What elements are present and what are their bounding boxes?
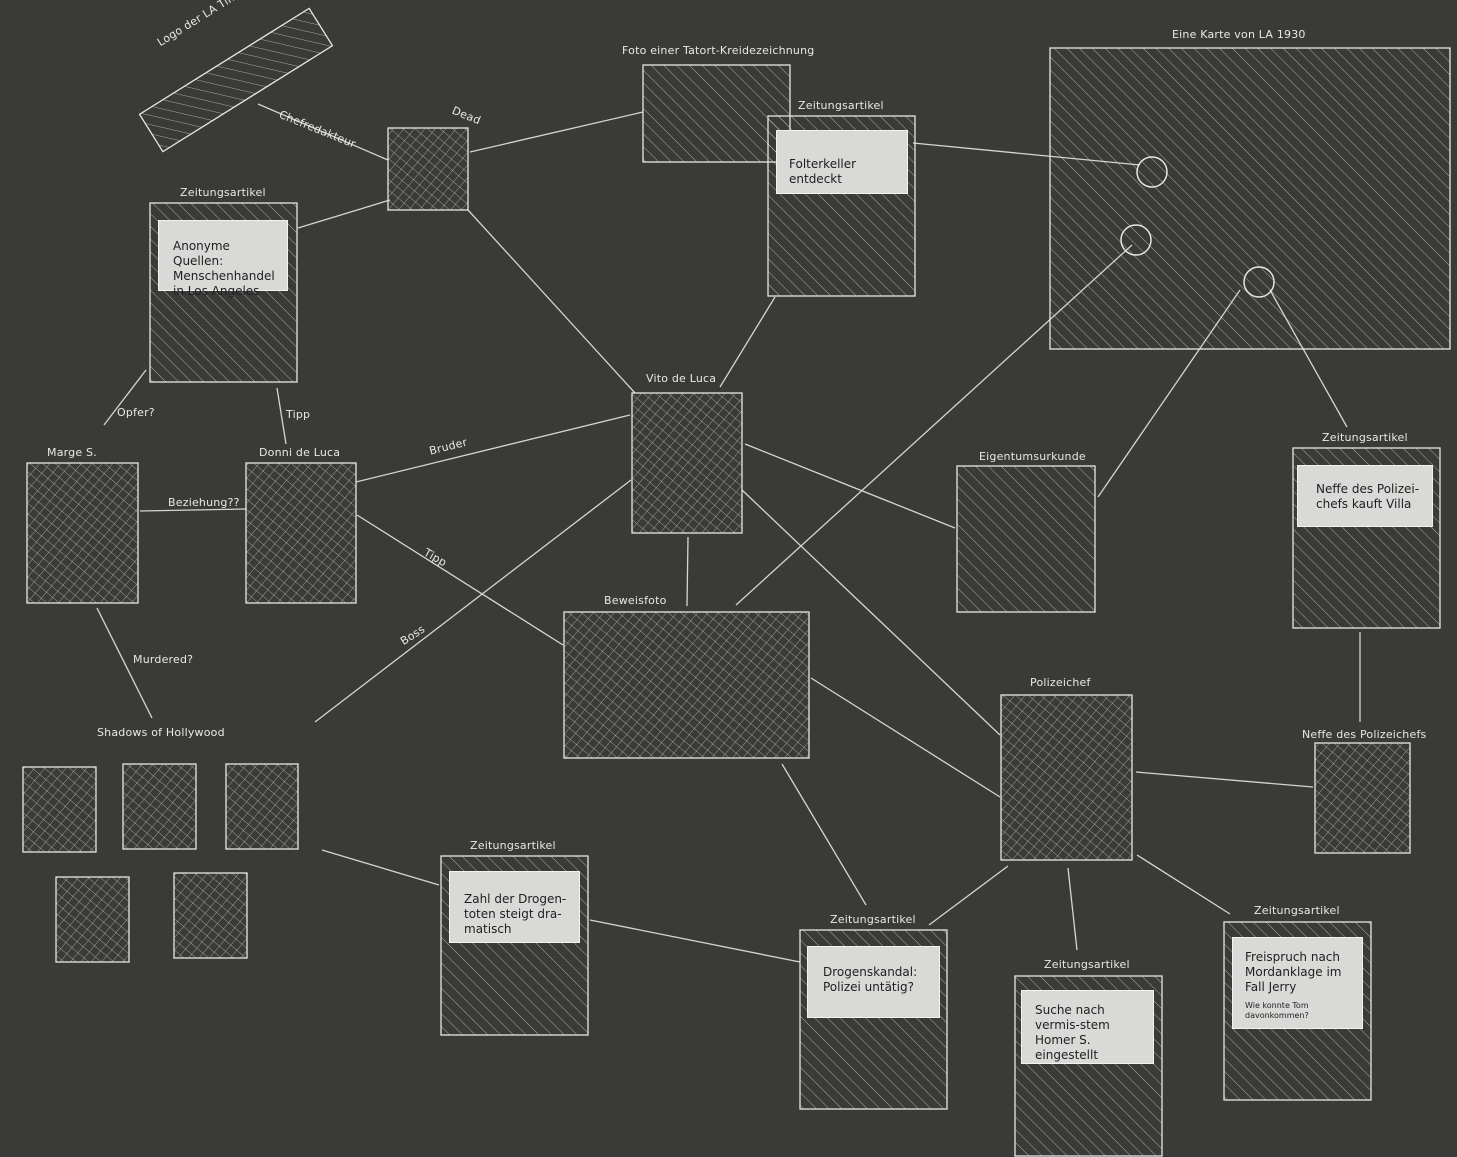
vito-label: Vito de Luca <box>646 372 717 385</box>
polizeichef-label: Polizeichef <box>1030 676 1091 689</box>
article-freispruch-subline: Wie konnte Tom davonkommen? <box>1245 1001 1309 1020</box>
connections <box>96 103 1361 963</box>
map-marker <box>1136 156 1168 188</box>
donni-label: Donni de Luca <box>259 446 341 459</box>
connection-line <box>928 865 1009 926</box>
newspaper-label: Zeitungsartikel <box>1322 431 1408 444</box>
connection-line <box>139 508 247 512</box>
newspaper-label: Zeitungsartikel <box>180 186 266 199</box>
newspaper-label: Zeitungsartikel <box>798 99 884 112</box>
connection-line <box>1067 867 1078 951</box>
shadows-of-hollywood-photos <box>22 763 299 963</box>
connection-line <box>103 369 147 426</box>
crime-scene-photo-label: Foto einer Tatort-Kreidezeichnung <box>622 44 815 57</box>
murdered-label: Murdered? <box>133 653 194 666</box>
connection-line <box>96 607 153 719</box>
newspaper-label: Zeitungsartikel <box>470 839 556 852</box>
map-marker <box>1120 224 1152 256</box>
article-freispruch: Freispruch nach Mordanklage im Fall Jerr… <box>1232 937 1363 1029</box>
eigentumsurkunde-label: Eigentumsurkunde <box>979 450 1086 463</box>
connection-line <box>1136 854 1231 915</box>
connection-line <box>321 849 440 886</box>
connection-line <box>744 443 956 529</box>
article-menschenhandel: Anonyme Quellen: Menschenhandel in Los A… <box>158 220 288 298</box>
connection-line <box>741 489 1001 736</box>
logo-la-times-placeholder <box>138 7 334 153</box>
connection-line <box>1135 771 1314 788</box>
connection-line <box>589 919 801 963</box>
property-deed <box>956 465 1096 613</box>
newspaper-label: Zeitungsartikel <box>1044 958 1130 971</box>
newspaper-label: Zeitungsartikel <box>830 913 916 926</box>
connection-line <box>356 514 564 646</box>
tipp-label: Tipp <box>286 408 311 421</box>
article-freispruch-headline: Freispruch nach Mordanklage im Fall Jerr… <box>1245 950 1342 994</box>
article-drogentote: Zahl der Drogen-toten steigt dra-matisch <box>449 871 580 943</box>
opfer-label: Opfer? <box>117 406 155 419</box>
connection-line <box>467 209 636 394</box>
article-neffe-villa: Neffe des Polizei-chefs kauft Villa <box>1297 465 1433 527</box>
marge-label: Marge S. <box>47 446 97 459</box>
connection-line <box>355 414 631 483</box>
article-drogenskandal: Drogenskandal: Polizei untätig? <box>807 946 940 1018</box>
connection-line <box>781 763 867 906</box>
connection-line <box>314 479 632 723</box>
connection-line <box>276 387 287 445</box>
map-marker <box>1243 266 1275 298</box>
beziehung-label: Beziehung?? <box>168 496 240 509</box>
neffe-label: Neffe des Polizeichefs <box>1302 728 1427 741</box>
shadows-label: Shadows of Hollywood <box>97 726 225 739</box>
connection-line <box>297 199 391 229</box>
article-homer: Suche nach vermis-stem Homer S. eingeste… <box>1021 990 1154 1064</box>
crime-scene-photo <box>642 64 791 163</box>
newspaper-label: Zeitungsartikel <box>1254 904 1340 917</box>
connection-line <box>257 103 389 161</box>
la-map <box>1049 47 1451 350</box>
beweisfoto-label: Beweisfoto <box>604 594 667 607</box>
map-label: Eine Karte von LA 1930 <box>1172 28 1306 41</box>
connection-line <box>810 677 1001 798</box>
connection-line <box>469 111 644 153</box>
article-folterkeller: Folterkeller entdeckt <box>776 130 908 194</box>
connection-line <box>686 536 689 607</box>
connection-line <box>719 296 776 388</box>
